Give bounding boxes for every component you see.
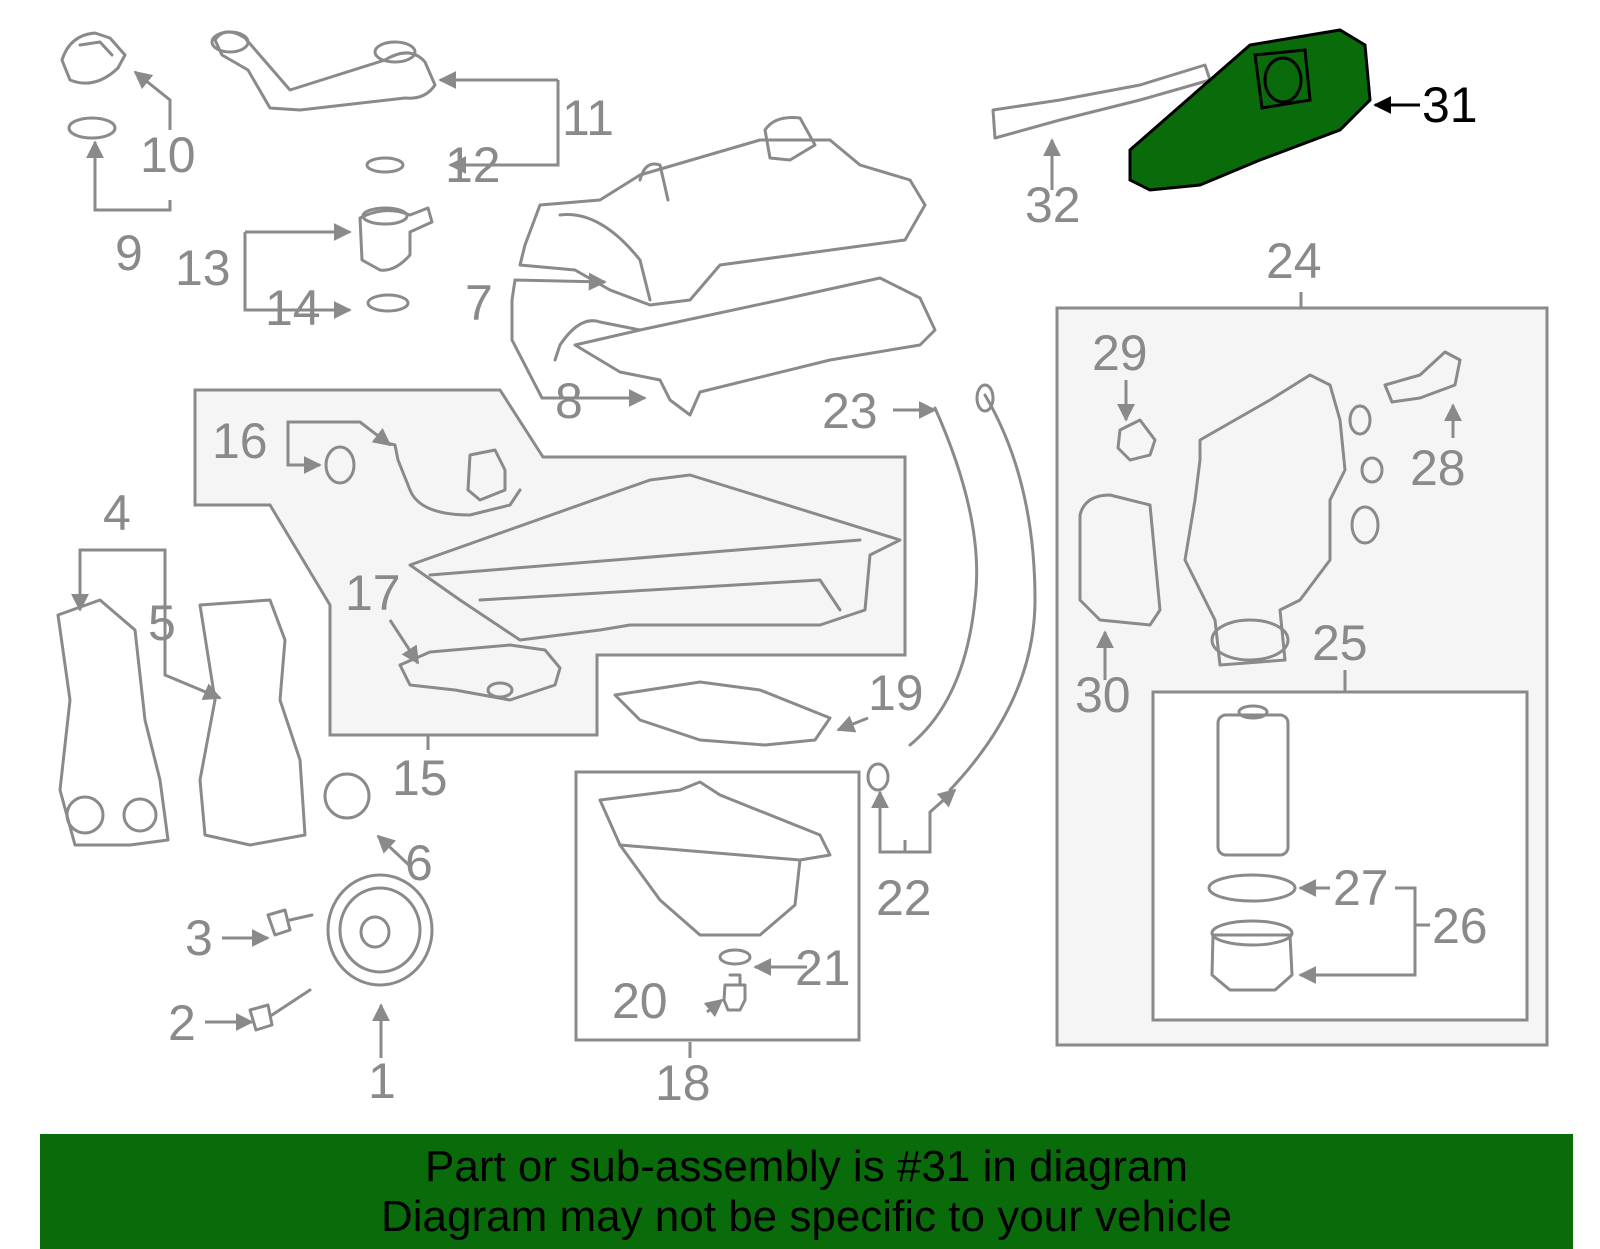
- dipstick: [866, 383, 1037, 792]
- valve-cover-gasket: [553, 276, 937, 417]
- callout-9: 9: [115, 225, 143, 281]
- callout-31: 31: [1422, 77, 1478, 133]
- callout-18: 18: [655, 1055, 711, 1111]
- oil-filler-tube: [210, 30, 437, 174]
- callout-28: 28: [1410, 440, 1466, 496]
- intake-manifold-highlighted: [1128, 28, 1372, 192]
- callout-1: 1: [368, 1053, 396, 1109]
- callout-13: 13: [175, 240, 231, 296]
- leader-lines: [71, 70, 1462, 1058]
- front-seal: [323, 772, 371, 820]
- callout-5: 5: [148, 595, 176, 651]
- oil-level-sensor: [324, 438, 522, 517]
- callout-4: 4: [103, 485, 131, 541]
- callout-7: 7: [465, 275, 493, 331]
- lower-oil-pan: [598, 780, 832, 937]
- callout-17: 17: [345, 565, 401, 621]
- callout-14: 14: [265, 280, 321, 336]
- timing-cover-gasket: [198, 598, 307, 847]
- callout-3: 3: [185, 910, 213, 966]
- callout-24: 24: [1266, 233, 1322, 289]
- oil-filter-element: [1216, 704, 1290, 857]
- callout-19: 19: [868, 665, 924, 721]
- group-box-18: [574, 770, 861, 1042]
- breather-fitting: [358, 206, 434, 313]
- callout-30: 30: [1075, 667, 1131, 723]
- callout-29: 29: [1092, 325, 1148, 381]
- callout-11: 11: [562, 90, 614, 146]
- temperature-sensor: [1383, 350, 1462, 404]
- upper-oil-pan: [408, 473, 902, 642]
- callout-6: 6: [405, 835, 433, 891]
- pulley-bolts: [248, 908, 314, 1032]
- callout-20: 20: [612, 973, 668, 1029]
- callout-10: 10: [140, 127, 196, 183]
- callout-16: 16: [212, 413, 268, 469]
- callout-12: 12: [445, 137, 501, 193]
- oil-filter-housing: [1183, 373, 1384, 667]
- info-banner: Part or sub-assembly is #31 in diagram D…: [40, 1134, 1573, 1249]
- oil-pressure-switch: [1116, 418, 1157, 462]
- banner-line-2: Diagram may not be specific to your vehi…: [380, 1191, 1233, 1241]
- group-box-25: [1151, 690, 1529, 1022]
- callout-15: 15: [392, 750, 448, 806]
- oil-filler-cap: [60, 31, 127, 140]
- callout-23: 23: [822, 383, 878, 439]
- oil-cooler: [1078, 493, 1162, 627]
- callout-25: 25: [1312, 615, 1368, 671]
- timing-cover: [56, 598, 170, 847]
- callout-26: 26: [1432, 898, 1488, 954]
- group-box-15: [193, 388, 907, 737]
- oil-pan-gasket-17: [398, 643, 562, 702]
- oil-pan-gasket-19: [613, 680, 832, 747]
- callout-32: 32: [1025, 177, 1081, 233]
- drain-plug: [718, 948, 752, 1012]
- callout-8: 8: [555, 373, 583, 429]
- oil-filter-cap: [1207, 873, 1297, 992]
- callout-22: 22: [876, 870, 932, 926]
- banner-line-1: Part or sub-assembly is #31 in diagram: [425, 1141, 1188, 1191]
- callout-27: 27: [1333, 860, 1389, 916]
- crankshaft-pulley: [326, 873, 434, 987]
- callout-21: 21: [795, 940, 851, 996]
- callout-2: 2: [168, 995, 196, 1051]
